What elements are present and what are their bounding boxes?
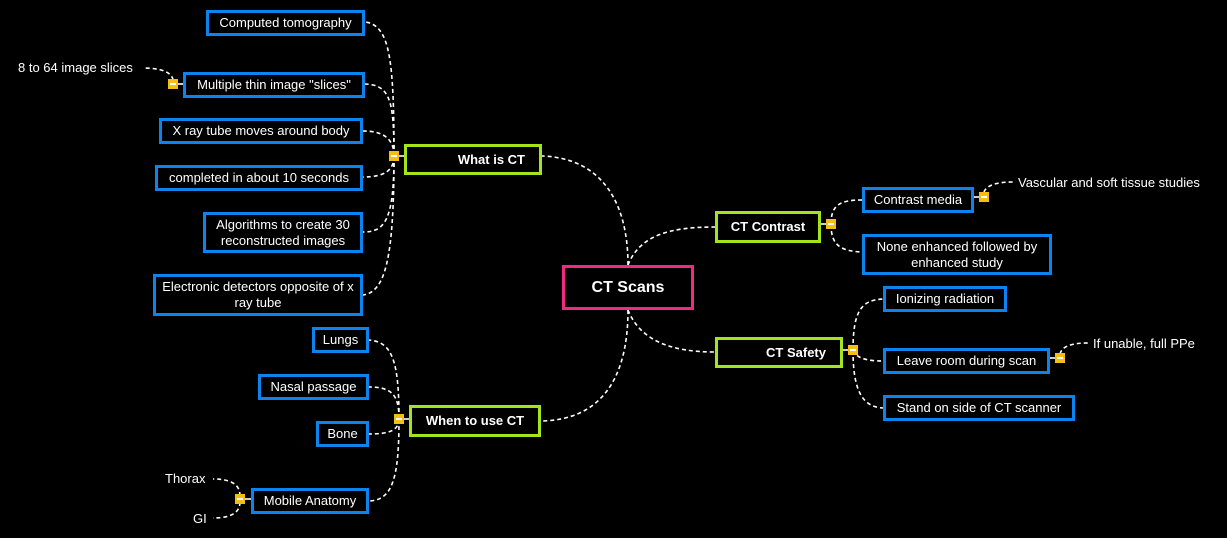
- note-8-to-64-slices[interactable]: 8 to 64 image slices: [18, 60, 133, 75]
- topic-label: CT Safety: [766, 344, 826, 360]
- subtopic-ionizing-radiation[interactable]: Ionizing radiation: [883, 286, 1007, 312]
- subtopic-label: Computed tomography: [219, 15, 352, 30]
- topic-label: What is CT: [457, 151, 525, 167]
- link-electronic: [362, 155, 395, 296]
- link-computed: [364, 21, 395, 157]
- link-ionizing: [852, 298, 884, 351]
- topic-label: When to use CT: [425, 413, 525, 428]
- subtopic-label: Bone: [327, 426, 358, 441]
- note-thorax[interactable]: Thorax: [165, 471, 206, 486]
- subtopic-leave-room[interactable]: Leave room during scan: [883, 348, 1050, 374]
- subtopic-stand-on-side[interactable]: Stand on side of CT scanner: [883, 395, 1075, 421]
- link-stand: [852, 349, 884, 409]
- subtopic-label: completed in about 10 seconds: [169, 170, 349, 185]
- topic-ct-contrast[interactable]: CT Contrast: [715, 211, 821, 243]
- subtopic-label: Nasal passage: [270, 379, 357, 394]
- collapse-handle-what-is-ct[interactable]: [389, 151, 399, 161]
- collapse-handle-leave-room[interactable]: [1055, 353, 1065, 363]
- note-vascular-soft-tissue[interactable]: Vascular and soft tissue studies: [1018, 175, 1200, 190]
- subtopic-algorithms[interactable]: Algorithms to create 30 reconstructed im…: [203, 212, 363, 253]
- subtopic-label: Mobile Anatomy: [263, 493, 357, 508]
- topic-ct-safety[interactable]: CT Safety: [715, 337, 843, 368]
- subtopic-label: Contrast media: [873, 192, 963, 207]
- link-mobile: [368, 418, 400, 502]
- subtopic-computed-tomography[interactable]: Computed tomography: [206, 10, 365, 36]
- subtopic-lungs[interactable]: Lungs: [312, 327, 369, 353]
- collapse-handle-contrast[interactable]: [826, 219, 836, 229]
- root-node-ct-scans[interactable]: CT Scans: [562, 265, 694, 310]
- subtopic-mobile-anatomy[interactable]: Mobile Anatomy: [251, 488, 369, 514]
- subtopic-label: None enhanced followed by enhanced study: [876, 238, 1038, 270]
- link-slices-note: [142, 67, 174, 81]
- subtopic-xray-tube[interactable]: X ray tube moves around body: [159, 118, 363, 144]
- subtopic-bone[interactable]: Bone: [316, 421, 369, 447]
- topic-when-to-use-ct[interactable]: When to use CT: [409, 405, 541, 437]
- note-if-unable-ppe[interactable]: If unable, full PPe: [1093, 336, 1195, 351]
- link-none: [830, 223, 863, 253]
- link-root-what: [541, 155, 629, 266]
- subtopic-none-enhanced[interactable]: None enhanced followed by enhanced study: [862, 234, 1052, 275]
- subtopic-completed-10-seconds[interactable]: completed in about 10 seconds: [155, 165, 363, 191]
- link-media-note: [983, 181, 1014, 193]
- subtopic-label: Electronic detectors opposite of x ray t…: [162, 279, 354, 310]
- link-gi: [212, 501, 241, 519]
- link-slices: [364, 83, 395, 157]
- subtopic-label: Multiple thin image "slices": [197, 77, 351, 92]
- link-leave-note: [1059, 342, 1089, 355]
- root-label: CT Scans: [591, 278, 665, 296]
- link-lungs: [368, 339, 400, 420]
- collapse-handle-mobile-anatomy[interactable]: [235, 494, 245, 504]
- link-root-safety: [627, 309, 716, 353]
- collapse-handle-contrast-media[interactable]: [979, 192, 989, 202]
- subtopic-contrast-media[interactable]: Contrast media: [862, 187, 974, 213]
- note-gi[interactable]: GI: [193, 511, 207, 526]
- collapse-handle-safety[interactable]: [848, 345, 858, 355]
- link-thorax: [212, 478, 241, 497]
- subtopic-label: Algorithms to create 30 reconstructed im…: [216, 216, 350, 248]
- subtopic-label: X ray tube moves around body: [172, 123, 350, 138]
- link-root-contrast: [627, 226, 716, 266]
- subtopic-electronic-detectors[interactable]: Electronic detectors opposite of x ray t…: [153, 274, 363, 316]
- subtopic-multiple-slices[interactable]: Multiple thin image "slices": [183, 72, 365, 98]
- collapse-handle-slices[interactable]: [168, 79, 178, 89]
- topic-what-is-ct[interactable]: What is CT: [404, 144, 542, 175]
- subtopic-nasal-passage[interactable]: Nasal passage: [258, 374, 369, 400]
- topic-label: CT Contrast: [730, 219, 806, 234]
- link-media: [830, 199, 863, 225]
- subtopic-label: Lungs: [322, 332, 359, 347]
- subtopic-label: Ionizing radiation: [895, 291, 995, 306]
- link-root-when: [540, 309, 629, 422]
- subtopic-label: Leave room during scan: [896, 353, 1037, 368]
- subtopic-label: Stand on side of CT scanner: [896, 400, 1062, 415]
- link-algorithms: [362, 155, 395, 233]
- collapse-handle-when-to-use[interactable]: [394, 414, 404, 424]
